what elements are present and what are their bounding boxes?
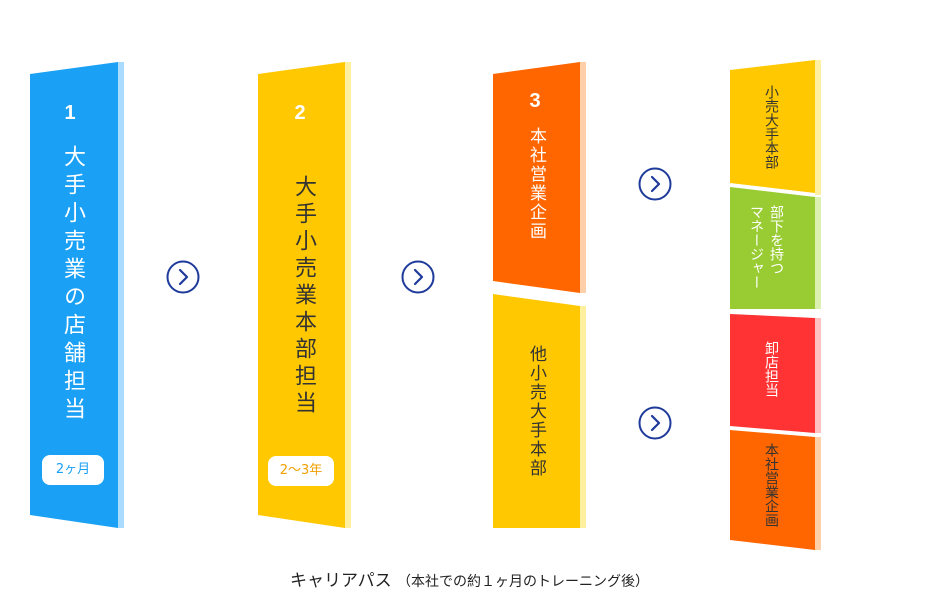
step4-box2-shadow: [815, 197, 821, 309]
step4-lower-box2-label: 本社営業企画: [763, 443, 779, 527]
chevron-right-circle-icon: [638, 167, 672, 201]
step4-box1-panel: [730, 60, 815, 193]
step4-box3-panel: [730, 314, 815, 433]
step3-top-label: 本社営業企画: [526, 127, 546, 241]
step4-box4-panel: [730, 430, 815, 550]
step1-number: 1: [64, 102, 76, 124]
step1-shadow: [118, 62, 124, 528]
step1-duration-badge: 2ヶ月: [42, 455, 104, 485]
chevron-right-circle-icon: [638, 406, 672, 440]
step3-bottom-shadow: [580, 306, 586, 528]
step1-label: 大手小売業の店舗担当: [60, 145, 85, 425]
step3-number: 3: [529, 90, 541, 112]
caption-sub: （本社での約１ヶ月のトレーニング後）: [397, 574, 650, 590]
step3-top-panel: [493, 62, 580, 293]
step4-upper-box2-label: 部下を持つ マネージャー: [748, 205, 784, 289]
step1-panel: [30, 62, 118, 528]
diagram-caption: キャリアパス （本社での約１ヶ月のトレーニング後）: [0, 566, 939, 591]
chevron-right-circle-icon: [166, 260, 200, 294]
step2-label: 大手小売業本部担当: [291, 175, 316, 418]
step4-upper-box1-label: 小売大手本部: [763, 85, 779, 169]
step3-bottom-label: 他小売大手本部: [526, 345, 546, 478]
step4-box4-shadow: [815, 437, 821, 550]
step4-box2-panel: [730, 187, 815, 309]
step4-box1-shadow: [815, 60, 821, 195]
chevron-right-circle-icon: [401, 260, 435, 294]
caption-main: キャリアパス: [289, 571, 392, 591]
step2-number: 2: [294, 102, 306, 124]
step3-top-shadow: [580, 62, 586, 293]
step2-panel: [258, 62, 345, 528]
step4-box3-shadow: [815, 318, 821, 433]
step2-duration-badge: 2〜3年: [268, 456, 334, 486]
step2-shadow: [345, 62, 351, 528]
step3-bottom-panel: [493, 294, 580, 528]
step4-lower-box1-label: 卸店担当: [763, 341, 779, 397]
